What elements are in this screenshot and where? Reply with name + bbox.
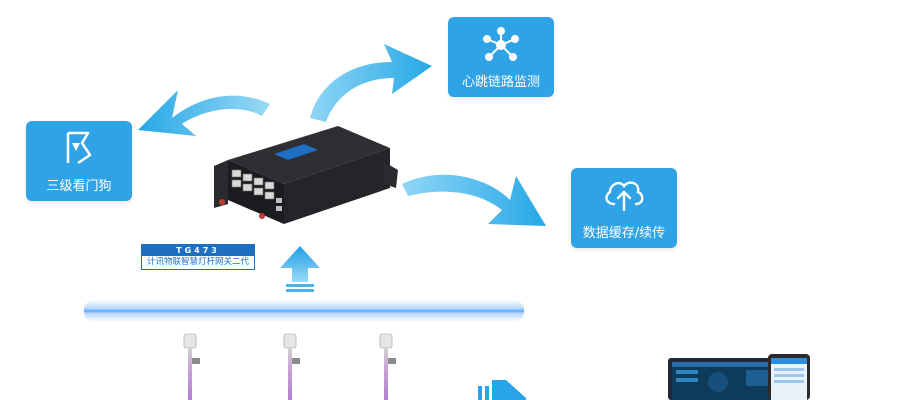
device-subtitle: 计讯物联智慧灯杆网关二代 — [146, 257, 249, 267]
network-node-icon — [483, 27, 519, 61]
light-pole-2 — [283, 333, 300, 400]
arrow-right-to-platform — [478, 380, 526, 400]
smart-light-poles — [183, 333, 396, 400]
watchdog-label: 三级看门狗 — [46, 179, 112, 194]
light-pole-1 — [183, 333, 200, 400]
gateway-device-image — [214, 126, 398, 224]
heartbeat-label: 心跳链路监测 — [461, 75, 540, 90]
device-model-label: TG473 计讯物联智慧灯杆网关二代 — [141, 244, 255, 270]
storage-card: 数据缓存/续传 — [571, 168, 677, 248]
arrow-to-storage — [402, 174, 546, 226]
arrow-to-watchdog — [138, 90, 270, 136]
watchdog-logo-icon — [66, 131, 92, 165]
arrow-to-heartbeat — [310, 44, 432, 122]
watchdog-card: 三级看门狗 — [26, 121, 132, 201]
monitoring-platform-screens — [668, 354, 810, 400]
cloud-upload-icon — [605, 181, 644, 212]
storage-label: 数据缓存/续传 — [582, 226, 666, 241]
network-glow-line — [84, 300, 524, 322]
arrow-up-to-gateway — [280, 246, 320, 292]
heartbeat-card: 心跳链路监测 — [448, 17, 554, 97]
light-pole-3 — [379, 333, 396, 400]
device-model: TG473 — [142, 245, 254, 256]
